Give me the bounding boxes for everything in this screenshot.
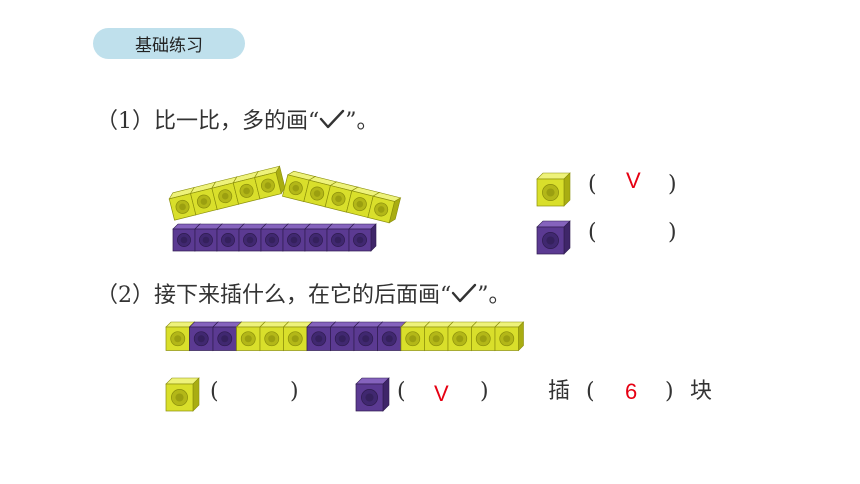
q2-yellow-cube-icon bbox=[165, 377, 200, 412]
check-mark-icon bbox=[320, 109, 345, 129]
q1-bottom-cube-9 bbox=[348, 223, 377, 252]
q1-bottom-cube-8 bbox=[326, 223, 355, 252]
q1-cube-train-top-left bbox=[168, 165, 286, 221]
insert-close-paren: ) bbox=[665, 379, 674, 404]
q2-purple-cube-icon bbox=[355, 377, 390, 412]
check-mark-icon bbox=[452, 283, 477, 303]
q2-row-cube-15 bbox=[494, 321, 525, 352]
q1-yellow-answer[interactable]: V bbox=[626, 168, 641, 193]
question-1-text: （1）比一比，多的画“”。 bbox=[96, 109, 379, 134]
q2-purple-close-paren: ) bbox=[480, 379, 489, 404]
q1-yellow-close-paren: ) bbox=[668, 172, 677, 197]
section-badge: 基础练习 bbox=[93, 28, 245, 59]
q2-legend-purple-cube bbox=[355, 377, 390, 412]
q1-legend-purple-cube bbox=[536, 220, 571, 255]
q2-purple-answer[interactable]: V bbox=[434, 381, 449, 406]
question-2-text: （2）接下来插什么，在它的后面画“”。 bbox=[96, 283, 511, 308]
q2-cube-pattern-row bbox=[165, 321, 525, 352]
q1-purple-close-paren: ) bbox=[668, 220, 677, 245]
insert-open-paren: ( bbox=[586, 379, 595, 404]
insert-count-answer[interactable]: 6 bbox=[625, 379, 638, 404]
q1-yellow-cube-icon bbox=[536, 172, 571, 207]
q1-top-right-cube-5 bbox=[367, 192, 402, 224]
q2-purple-open-paren: ( bbox=[397, 379, 406, 404]
q1-cube-train-bottom bbox=[172, 223, 377, 252]
insert-suffix-label: 块 bbox=[690, 379, 713, 404]
q1-purple-cube-icon bbox=[536, 220, 571, 255]
q2-yellow-close-paren: ) bbox=[290, 379, 299, 404]
q1-legend-yellow-cube bbox=[536, 172, 571, 207]
insert-prefix-label: 插 bbox=[548, 379, 571, 404]
q2-yellow-open-paren: ( bbox=[210, 379, 219, 404]
q1-top-left-cube-5 bbox=[253, 165, 286, 200]
q2-legend-yellow-cube bbox=[165, 377, 200, 412]
q1-purple-open-paren: ( bbox=[588, 220, 597, 245]
q1-cube-train-top-right bbox=[282, 170, 402, 224]
q1-yellow-open-paren: ( bbox=[588, 172, 597, 197]
section-badge-label: 基础练习 bbox=[135, 36, 203, 56]
